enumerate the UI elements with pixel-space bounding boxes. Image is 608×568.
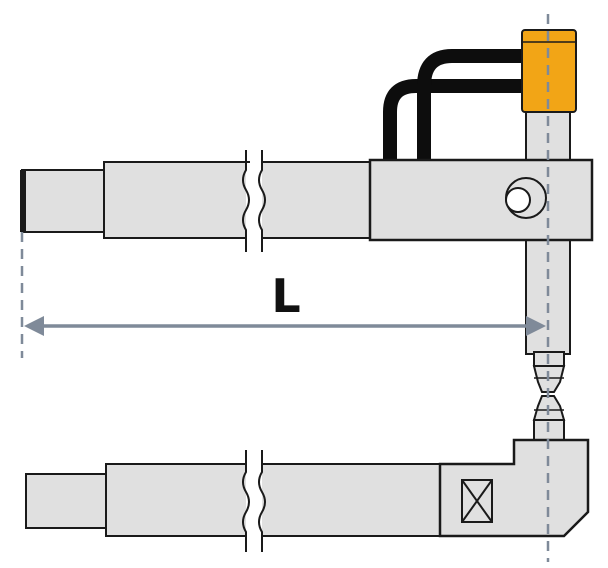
lower-arm-segment-right bbox=[257, 463, 443, 537]
upper-arm-segment-right bbox=[257, 161, 377, 239]
holder-body bbox=[368, 158, 594, 242]
length-dimension: L bbox=[24, 269, 546, 336]
cooling-hose-inner bbox=[417, 49, 526, 160]
dimension-label: L bbox=[271, 269, 300, 323]
clamp-screw-inner bbox=[505, 187, 531, 213]
upper-arm-end-cap bbox=[20, 170, 26, 232]
dimension-arrow-left bbox=[24, 316, 44, 336]
lower-electrode-arm bbox=[25, 438, 590, 552]
lower-arm-end-tube bbox=[25, 473, 109, 529]
lower-arm-segment-left bbox=[105, 463, 251, 537]
upper-arm-segment-left bbox=[103, 161, 251, 239]
cooling-hose-outer bbox=[383, 79, 526, 160]
upper-arm-end-tube bbox=[21, 169, 107, 233]
electrode-holder-block bbox=[368, 158, 594, 242]
upper-electrode-arm bbox=[20, 150, 377, 252]
electrode-axis-centerline bbox=[20, 14, 550, 562]
dimension-arrow-right bbox=[526, 316, 546, 336]
cooling-hose-pair bbox=[383, 49, 526, 160]
lower-arm-break-line-right bbox=[258, 450, 266, 552]
upper-arm-break-line-left bbox=[242, 150, 250, 252]
upper-arm-break-line-right bbox=[258, 150, 266, 252]
lower-arm-break-line-left bbox=[242, 450, 250, 552]
